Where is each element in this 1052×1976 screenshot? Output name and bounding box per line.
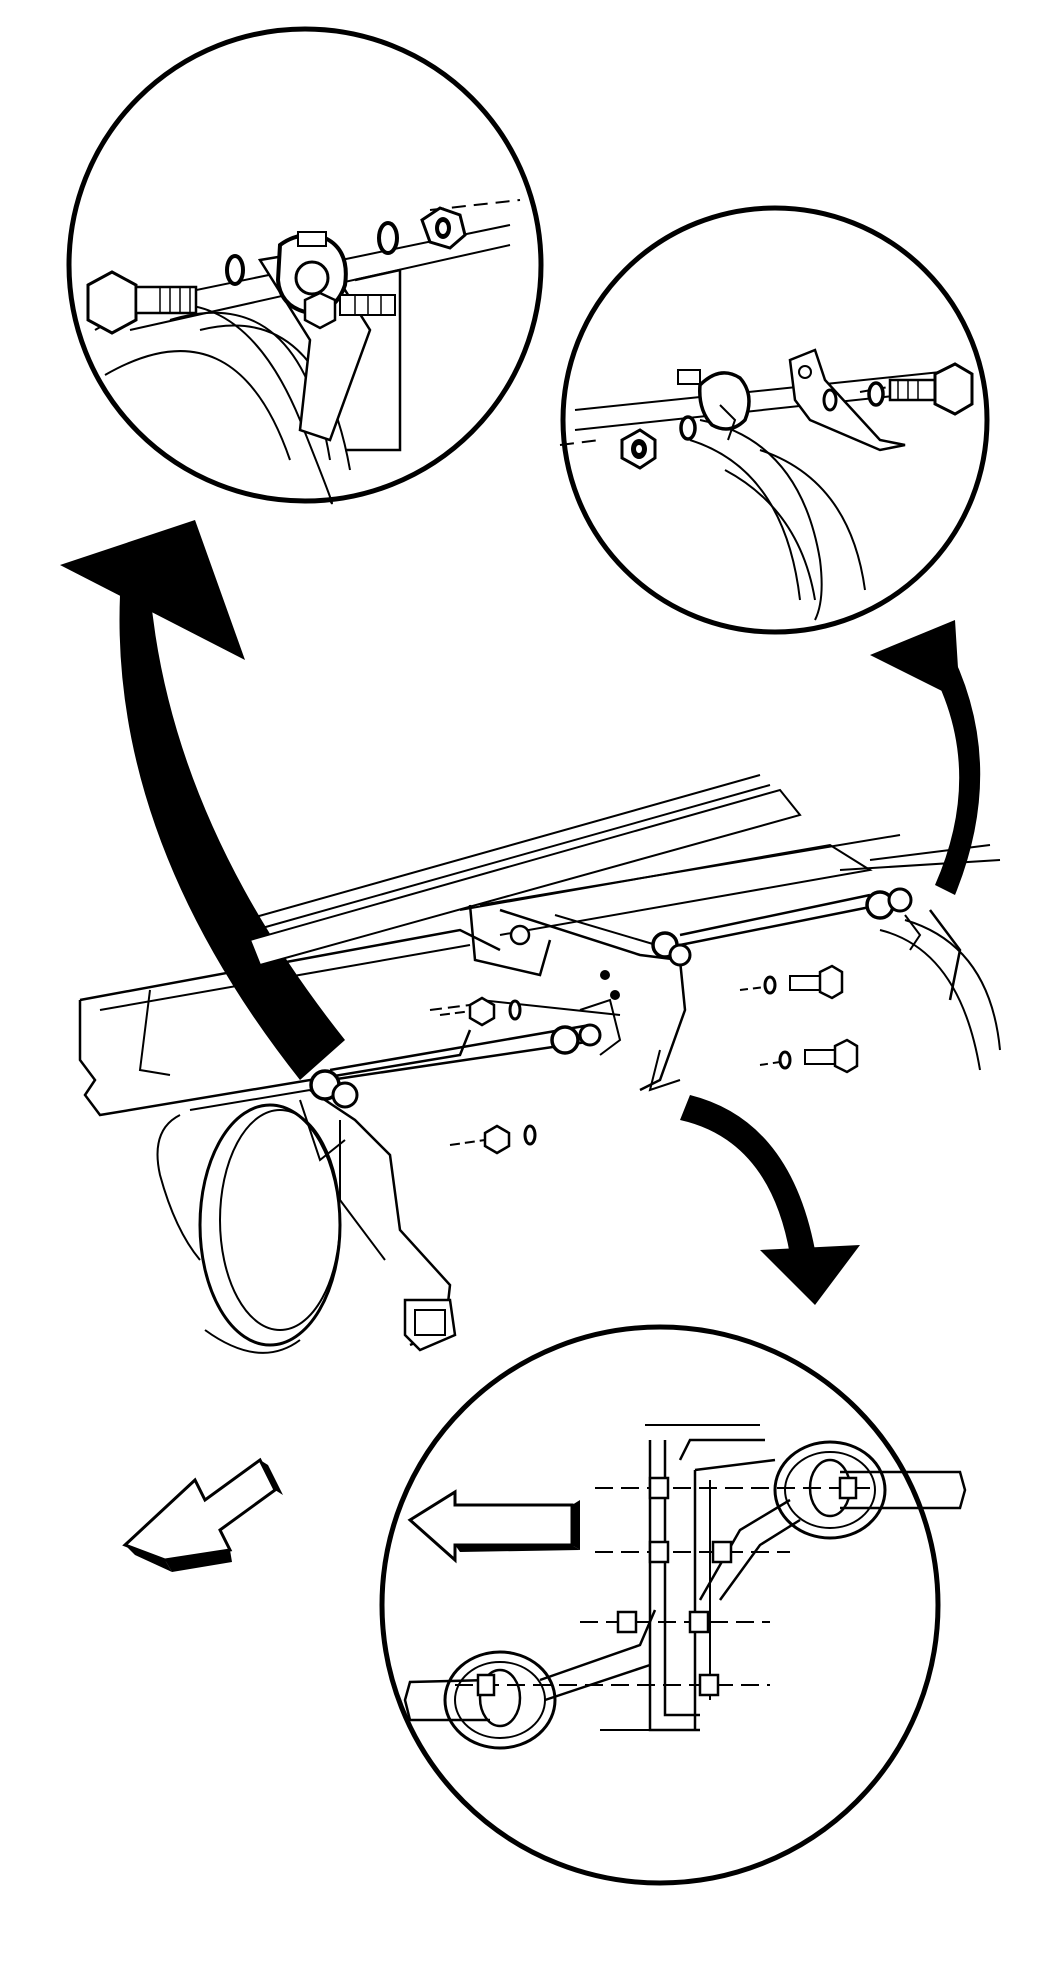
isolator-icon	[775, 1442, 885, 1538]
front-arrow-icon	[410, 1492, 580, 1560]
bolt-icon	[890, 364, 972, 414]
nut-icon	[422, 208, 465, 248]
isolator-icon	[445, 1652, 555, 1748]
front-arrow-icon	[125, 1460, 283, 1572]
washer-icon	[681, 417, 695, 439]
main-assembly	[80, 775, 1000, 1353]
isolator-icon	[278, 232, 395, 328]
washer-icon	[227, 256, 243, 284]
detail-circle-bottom-right	[382, 1327, 965, 1883]
bolt-icon	[580, 1612, 770, 1632]
exhaust-pipe	[158, 1090, 456, 1353]
bolt-icon	[455, 1675, 770, 1695]
curved-arrow-down-icon	[680, 1095, 860, 1305]
isolator-icon	[678, 370, 749, 440]
fastener-group	[440, 966, 857, 1153]
bolt-icon	[595, 1542, 790, 1562]
curved-arrow-right-icon	[870, 620, 981, 895]
washer-icon	[869, 383, 883, 405]
washer-icon	[824, 390, 836, 410]
isolator-icon	[300, 1071, 357, 1160]
bolt-icon	[595, 1478, 870, 1498]
curved-arrow-left-icon	[60, 520, 345, 1080]
bolt-icon	[88, 272, 196, 333]
nut-icon	[622, 430, 655, 468]
isolator-icon	[867, 889, 920, 950]
isolator-icon	[552, 1000, 620, 1055]
washer-icon	[379, 223, 397, 253]
isolator-icon	[653, 933, 690, 965]
detail-circle-top-left	[69, 29, 541, 503]
detail-circle-top-right	[560, 208, 987, 632]
